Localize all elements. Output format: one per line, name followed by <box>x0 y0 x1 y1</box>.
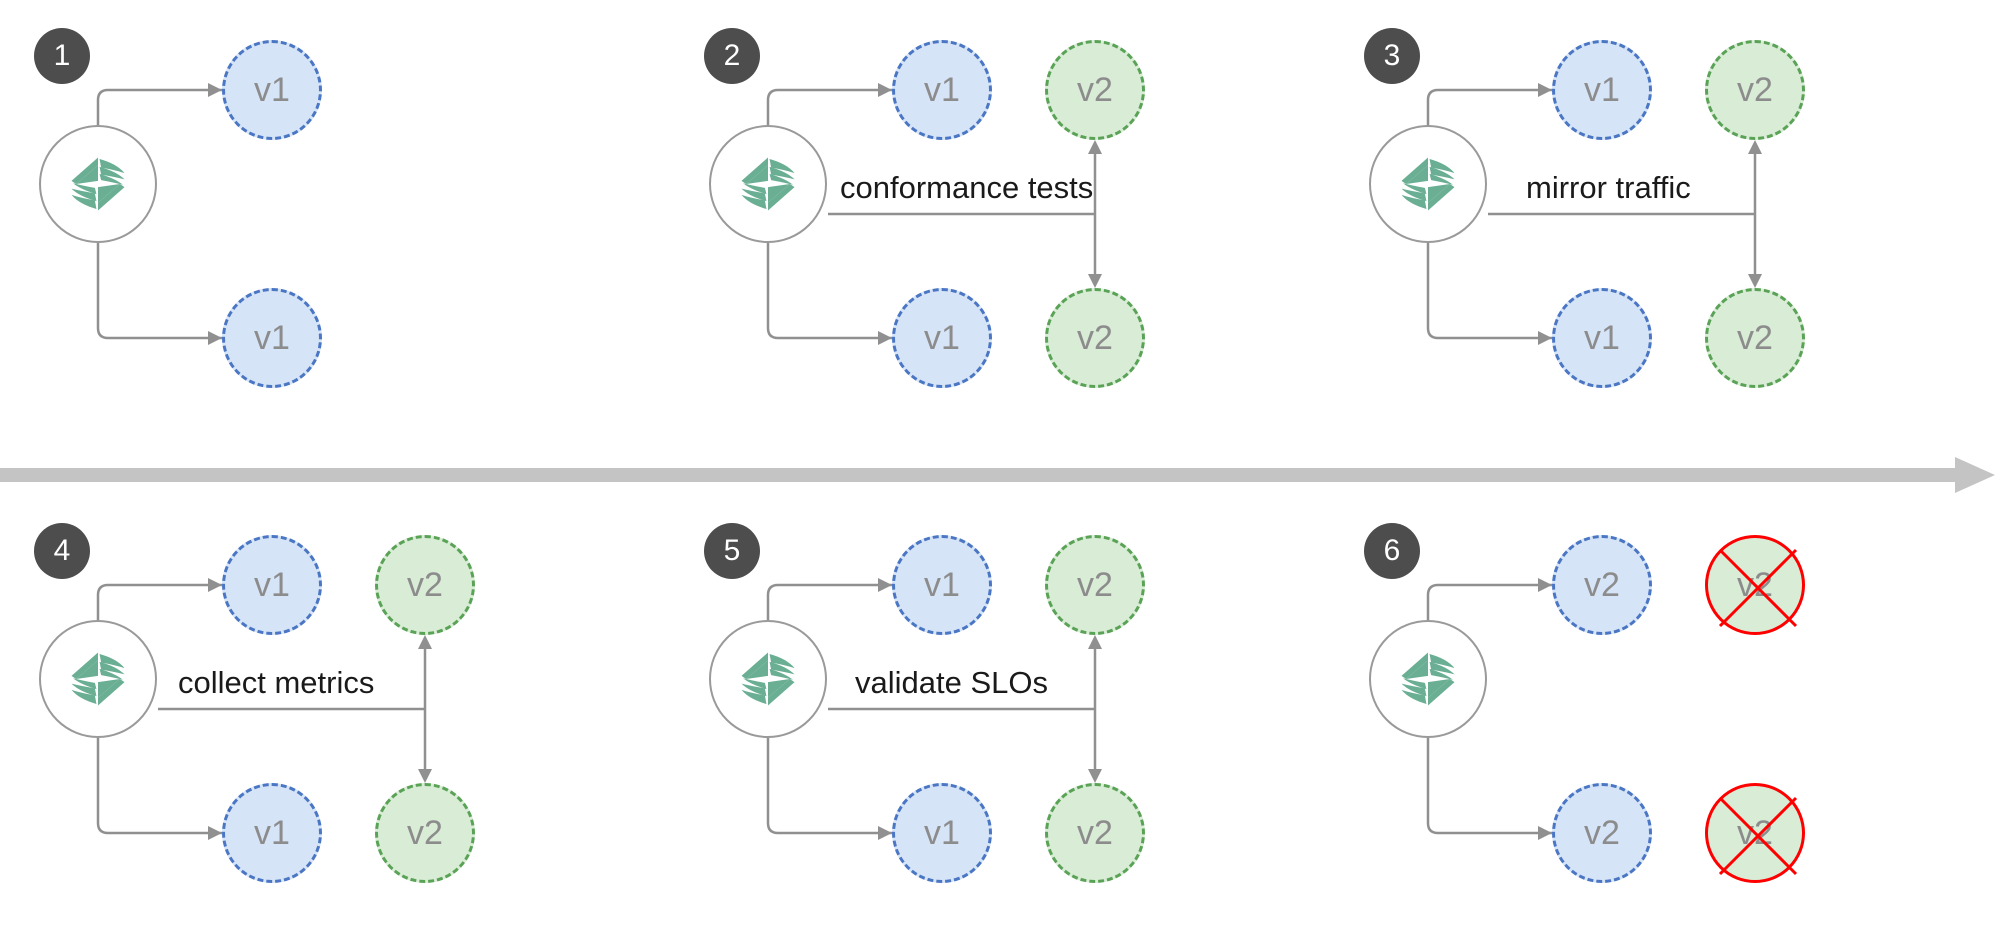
step-panel-2: 2 <box>680 10 1320 410</box>
node-bottom-3-1: v2 <box>1705 288 1805 388</box>
node-top-2-1: v2 <box>1045 40 1145 140</box>
node-bottom-2-1: v2 <box>1045 288 1145 388</box>
step-label-4: collect metrics <box>178 665 375 700</box>
step-badge-3: 3 <box>1364 28 1420 84</box>
node-label: v1 <box>254 813 290 852</box>
step-badge-5: 5 <box>704 523 760 579</box>
node-bottom-2-0: v1 <box>892 288 992 388</box>
node-label: v1 <box>254 70 290 109</box>
flagger-hub-5 <box>709 620 827 738</box>
node-label: v2 <box>1737 70 1773 109</box>
step-badge-2: 2 <box>704 28 760 84</box>
node-label: v2 <box>1737 318 1773 357</box>
node-label: v2 <box>1077 70 1113 109</box>
step-badge-1: 1 <box>34 28 90 84</box>
step-panel-1: 1 <box>10 10 650 410</box>
node-label: v2 <box>1077 318 1113 357</box>
node-top-1-0: v1 <box>222 40 322 140</box>
flagger-logo-icon <box>741 157 795 211</box>
flagger-hub-6 <box>1369 620 1487 738</box>
node-top-3-1: v2 <box>1705 40 1805 140</box>
flagger-logo-icon <box>71 157 125 211</box>
flagger-logo-icon <box>1401 652 1455 706</box>
node-label: v2 <box>1737 565 1773 604</box>
node-top-6-1-terminated: v2 <box>1705 535 1805 635</box>
connector-lines-4 <box>10 505 650 905</box>
flagger-hub-1 <box>39 125 157 243</box>
node-label: v1 <box>1584 318 1620 357</box>
step-badge-6: 6 <box>1364 523 1420 579</box>
node-bottom-6-0: v2 <box>1552 783 1652 883</box>
node-label: v2 <box>407 565 443 604</box>
node-top-5-0: v1 <box>892 535 992 635</box>
node-bottom-5-0: v1 <box>892 783 992 883</box>
node-bottom-5-1: v2 <box>1045 783 1145 883</box>
node-bottom-6-1-terminated: v2 <box>1705 783 1805 883</box>
node-label: v2 <box>1077 813 1113 852</box>
node-label: v1 <box>1584 70 1620 109</box>
step-label-3: mirror traffic <box>1526 170 1691 205</box>
step-badge-4: 4 <box>34 523 90 579</box>
node-top-2-0: v1 <box>892 40 992 140</box>
step-label-2: conformance tests <box>840 170 1094 205</box>
connector-lines-3 <box>1340 10 1980 410</box>
node-label: v1 <box>924 70 960 109</box>
node-label: v2 <box>1584 813 1620 852</box>
node-label: v2 <box>1584 565 1620 604</box>
node-label: v1 <box>254 318 290 357</box>
flagger-logo-icon <box>71 652 125 706</box>
node-label: v1 <box>254 565 290 604</box>
node-bottom-1-0: v1 <box>222 288 322 388</box>
node-top-6-0: v2 <box>1552 535 1652 635</box>
node-label: v1 <box>924 813 960 852</box>
node-bottom-4-0: v1 <box>222 783 322 883</box>
connector-lines-2 <box>680 10 1320 410</box>
flagger-hub-3 <box>1369 125 1487 243</box>
node-bottom-4-1: v2 <box>375 783 475 883</box>
connector-lines-1 <box>10 10 650 410</box>
step-panel-3: 3 <box>1340 10 1980 410</box>
node-top-5-1: v2 <box>1045 535 1145 635</box>
node-label: v1 <box>924 318 960 357</box>
node-label: v1 <box>924 565 960 604</box>
step-panel-4: 4 <box>10 505 650 905</box>
node-label: v2 <box>1077 565 1113 604</box>
flagger-hub-2 <box>709 125 827 243</box>
flagger-logo-icon <box>1401 157 1455 211</box>
flagger-hub-4 <box>39 620 157 738</box>
node-label: v2 <box>1737 813 1773 852</box>
step-panel-5: 5 <box>680 505 1320 905</box>
node-top-4-0: v1 <box>222 535 322 635</box>
timeline-arrow <box>0 455 2010 495</box>
flagger-logo-icon <box>741 652 795 706</box>
connector-lines-5 <box>680 505 1320 905</box>
connector-lines-6 <box>1340 505 1980 905</box>
step-panel-6: 6 <box>1340 505 1980 905</box>
node-top-4-1: v2 <box>375 535 475 635</box>
node-bottom-3-0: v1 <box>1552 288 1652 388</box>
node-label: v2 <box>407 813 443 852</box>
node-top-3-0: v1 <box>1552 40 1652 140</box>
step-label-5: validate SLOs <box>855 665 1048 700</box>
